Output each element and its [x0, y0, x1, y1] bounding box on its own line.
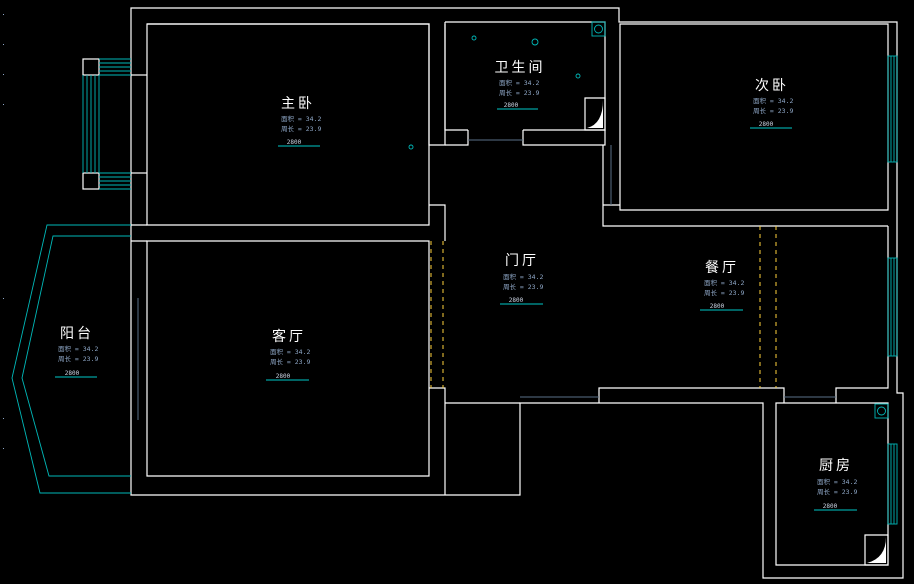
- room-name: 餐厅: [705, 260, 739, 276]
- room-name: 阳台: [60, 326, 94, 342]
- room-area: 面积 = 34.2: [704, 278, 744, 287]
- room-perimeter: 周长 = 23.9: [753, 106, 793, 115]
- room-label-balcony: 阳台 面积 = 34.2 周长 = 23.9 2800: [55, 326, 98, 378]
- room-dimension: 2800: [759, 121, 774, 128]
- room-dimension: 2800: [509, 297, 524, 304]
- room-name: 次卧: [755, 78, 789, 94]
- room-label-kitchen: 厨房 面积 = 34.2 周长 = 23.9 2800: [814, 458, 857, 511]
- room-label-master-bedroom: 主卧 面积 = 34.2 周长 = 23.9 2800: [278, 96, 321, 147]
- room-perimeter: 周长 = 23.9: [503, 282, 543, 291]
- room-dimension: 2800: [287, 139, 302, 146]
- room-perimeter: 周长 = 23.9: [58, 354, 98, 363]
- room-label-dining-room: 餐厅 面积 = 34.2 周长 = 23.9 2800: [700, 260, 744, 311]
- room-label-living-room: 客厅 面积 = 34.2 周长 = 23.9 2800: [266, 328, 310, 381]
- living-room-walls: [131, 224, 520, 495]
- room-label-second-bedroom: 次卧 面积 = 34.2 周长 = 23.9 2800: [750, 78, 793, 129]
- second-bedroom-walls: [602, 23, 898, 227]
- room-perimeter: 周长 = 23.9: [499, 88, 539, 97]
- room-name: 门厅: [505, 253, 539, 269]
- room-label-bathroom: 卫生间 面积 = 34.2 周长 = 23.9 2800: [495, 60, 546, 110]
- room-area: 面积 = 34.2: [58, 344, 98, 353]
- room-perimeter: 周长 = 23.9: [704, 288, 744, 297]
- room-area: 面积 = 34.2: [817, 477, 857, 486]
- margin-ticks: [3, 14, 4, 449]
- room-name: 厨房: [819, 458, 853, 474]
- bathroom-walls: [444, 21, 606, 146]
- dining-room-walls: [444, 225, 898, 403]
- room-name: 客厅: [272, 328, 306, 345]
- room-area: 面积 = 34.2: [499, 78, 539, 87]
- room-label-foyer: 门厅 面积 = 34.2 周长 = 23.9 2800: [500, 253, 543, 305]
- room-area: 面积 = 34.2: [270, 347, 310, 356]
- room-dimension: 2800: [504, 102, 519, 109]
- room-dimension: 2800: [65, 370, 80, 377]
- room-dimension: 2800: [710, 303, 725, 310]
- room-name: 卫生间: [495, 60, 546, 76]
- kitchen-walls: [775, 402, 898, 566]
- room-area: 面积 = 34.2: [281, 114, 321, 123]
- room-perimeter: 周长 = 23.9: [817, 487, 857, 496]
- room-perimeter: 周长 = 23.9: [281, 124, 321, 133]
- room-area: 面积 = 34.2: [503, 272, 543, 281]
- room-name: 主卧: [281, 96, 315, 112]
- room-perimeter: 周长 = 23.9: [270, 357, 310, 366]
- room-dimension: 2800: [823, 503, 838, 510]
- balcony-walls: [11, 224, 131, 494]
- master-bedroom-walls: [146, 23, 446, 226]
- bay-window: [82, 58, 414, 190]
- room-dimension: 2800: [276, 373, 291, 380]
- room-area: 面积 = 34.2: [753, 96, 793, 105]
